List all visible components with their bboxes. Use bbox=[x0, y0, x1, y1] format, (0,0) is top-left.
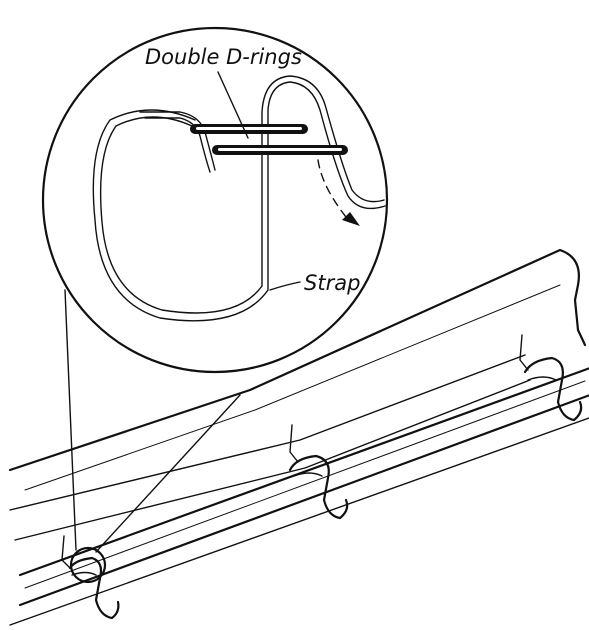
enclosure bbox=[8, 248, 589, 626]
strap-label: Strap bbox=[304, 271, 360, 295]
d-ring-lower-highlight bbox=[218, 148, 342, 151]
d-rings-label: Double D-rings bbox=[145, 45, 302, 69]
d-rings-leader-line bbox=[217, 71, 249, 139]
detail-callout bbox=[41, 26, 389, 584]
pull-direction-path bbox=[317, 159, 351, 223]
strap-leader-line bbox=[269, 281, 301, 291]
rail-bottom bbox=[18, 394, 589, 607]
magnified-strap bbox=[92, 75, 386, 322]
clip-right-hook bbox=[523, 356, 583, 422]
strap-clip-middle bbox=[288, 424, 349, 520]
rail-top bbox=[18, 367, 589, 577]
magnified-view-circle bbox=[41, 26, 389, 374]
pull-direction-arrowhead bbox=[342, 212, 360, 226]
clip-right-band bbox=[527, 376, 557, 381]
callout-target-ring bbox=[69, 546, 107, 584]
strap-top-fold-inner bbox=[144, 117, 211, 173]
strap-clip-right bbox=[519, 334, 583, 422]
strap-inner-edge bbox=[99, 75, 385, 314]
callout-leader-left bbox=[64, 289, 77, 551]
strap-outer-edge bbox=[92, 81, 386, 322]
clip-left-band bbox=[71, 571, 97, 576]
enclosure-top-edge bbox=[8, 248, 580, 472]
enclosure-top-inner-line bbox=[24, 284, 561, 491]
clip-middle-tab bbox=[289, 424, 299, 463]
enclosure-front-line-1 bbox=[9, 354, 526, 511]
clip-middle-hook bbox=[288, 454, 349, 520]
enclosure-right-end bbox=[573, 298, 587, 347]
enclosure-bottom-edge bbox=[9, 417, 589, 626]
callout-leader-right bbox=[95, 394, 241, 553]
clip-right-tab bbox=[519, 334, 529, 371]
clip-left-tab bbox=[61, 535, 71, 569]
rail-highlight bbox=[24, 380, 586, 589]
d-ring-upper-highlight bbox=[196, 127, 302, 130]
clip-middle-band bbox=[293, 472, 323, 477]
enclosure-front-line-2 bbox=[14, 379, 531, 541]
clip-left-hook bbox=[68, 556, 120, 620]
